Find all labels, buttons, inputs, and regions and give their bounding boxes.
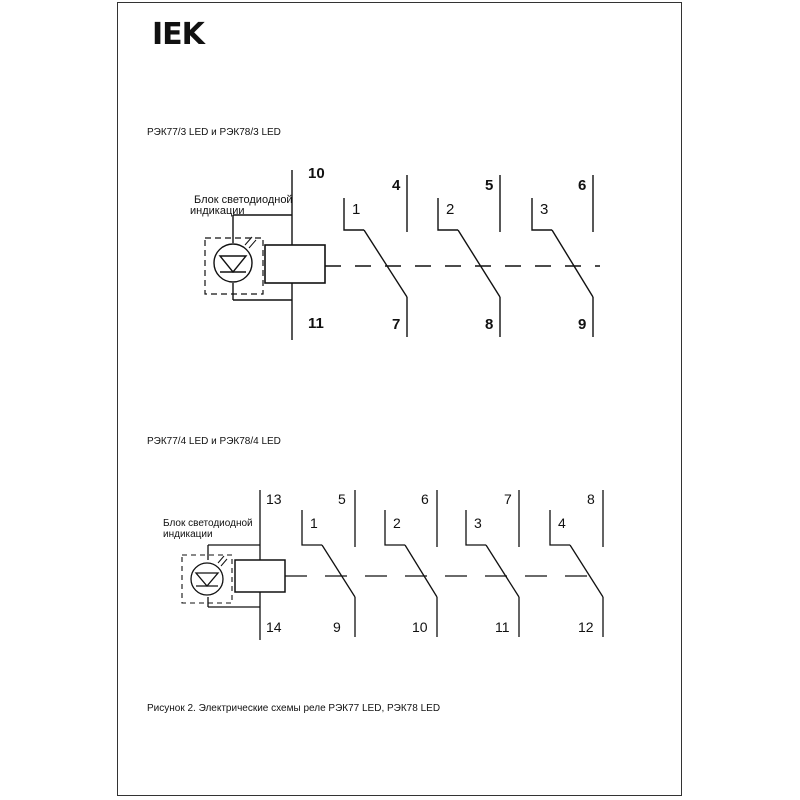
contact-1-bottom: 7 bbox=[392, 316, 400, 333]
contact-3-bottom: 9 bbox=[578, 316, 586, 333]
diagram1-title: РЭК77/3 LED и РЭК78/3 LED bbox=[147, 127, 281, 138]
iek-logo: IEK bbox=[152, 17, 205, 52]
led-ray-2 bbox=[248, 239, 257, 249]
contact-1-bottom: 9 bbox=[333, 619, 341, 635]
contact-1-top: 5 bbox=[338, 491, 346, 507]
led-ray-2 bbox=[220, 558, 228, 567]
contact-3-id: 3 bbox=[540, 201, 548, 218]
led-block-label-2: индикации bbox=[190, 205, 245, 217]
contact-1-id: 1 bbox=[352, 201, 360, 218]
coil-top-terminal: 13 bbox=[266, 491, 282, 507]
contact-1-id: 1 bbox=[310, 515, 318, 531]
led-icon-circle bbox=[190, 562, 224, 596]
contact-3-bottom: 11 bbox=[495, 619, 510, 635]
diagram1 bbox=[204, 170, 600, 340]
figure-caption: Рисунок 2. Электрические схемы реле РЭК7… bbox=[147, 703, 441, 714]
led-ray-1 bbox=[217, 555, 225, 564]
contact-3 bbox=[465, 490, 520, 637]
coil-bottom-terminal: 14 bbox=[266, 619, 282, 635]
contact-2 bbox=[384, 490, 438, 637]
led-icon-circle bbox=[213, 243, 253, 283]
contact-1 bbox=[301, 490, 356, 637]
contact-3-top: 7 bbox=[504, 491, 512, 507]
contact-4-bottom: 12 bbox=[578, 619, 594, 635]
contact-2-bottom: 8 bbox=[485, 316, 493, 333]
contact-1 bbox=[343, 175, 408, 337]
led-block-dashed bbox=[181, 554, 233, 604]
contact-3-id: 3 bbox=[474, 515, 482, 531]
contact-4-id: 4 bbox=[558, 515, 566, 531]
led-ray-1 bbox=[244, 236, 253, 246]
contact-3-top: 6 bbox=[578, 177, 586, 194]
led-block-label-1: Блок светодиодной bbox=[163, 518, 253, 529]
contact-4-top: 8 bbox=[587, 491, 595, 507]
led-diode-triangle bbox=[194, 572, 220, 588]
contact-1-top: 4 bbox=[392, 177, 401, 194]
relay-coil bbox=[264, 244, 326, 284]
contact-2-id: 2 bbox=[446, 201, 454, 218]
contact-2-top: 5 bbox=[485, 177, 493, 194]
contact-2-top: 6 bbox=[421, 491, 429, 507]
coil-top-terminal: 10 bbox=[308, 165, 325, 182]
page-frame bbox=[117, 2, 682, 796]
diagram2-title: РЭК77/4 LED и РЭК78/4 LED bbox=[147, 436, 281, 447]
relay-coil bbox=[234, 559, 286, 593]
contact-2 bbox=[437, 175, 501, 337]
led-block-label-1: Блок светодиодной bbox=[194, 194, 293, 206]
diagram2 bbox=[181, 490, 604, 640]
led-block-dashed bbox=[204, 237, 264, 295]
led-diode-triangle bbox=[218, 255, 248, 274]
led-block-label-2: индикации bbox=[163, 529, 213, 540]
contact-2-bottom: 10 bbox=[412, 619, 428, 635]
diagram1-labels: 10 11 Блок светодиодной индикации 1 4 7 … bbox=[190, 165, 586, 333]
coil-bottom-terminal: 11 bbox=[308, 315, 324, 332]
contact-3 bbox=[531, 175, 594, 337]
contact-4 bbox=[549, 490, 604, 637]
contact-2-id: 2 bbox=[393, 515, 401, 531]
diagram2-labels: 13 14 Блок светодиодной индикации 1 5 9 … bbox=[163, 491, 595, 635]
